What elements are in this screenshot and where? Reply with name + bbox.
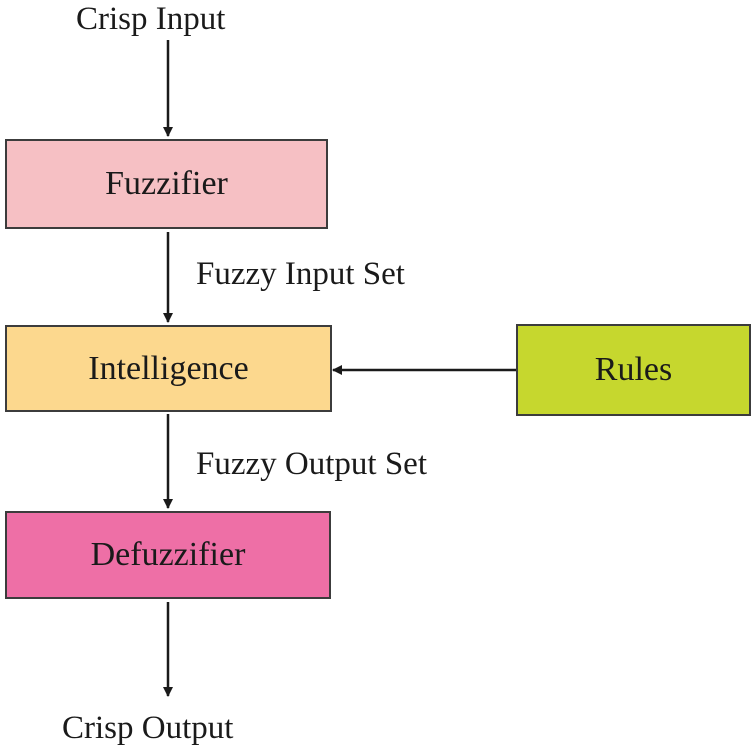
rules-box: Rules xyxy=(516,324,751,416)
fuzzifier-box: Fuzzifier xyxy=(5,139,328,229)
intelligence-box: Intelligence xyxy=(5,325,332,412)
intelligence-label: Intelligence xyxy=(88,349,249,387)
fuzzy-output-set-label: Fuzzy Output Set xyxy=(196,446,427,482)
defuzzifier-box: Defuzzifier xyxy=(5,511,331,599)
crisp-input-label: Crisp Input xyxy=(76,1,226,37)
crisp-output-label: Crisp Output xyxy=(62,710,234,746)
rules-label: Rules xyxy=(594,351,673,388)
fuzzy-input-set-label: Fuzzy Input Set xyxy=(196,256,405,292)
defuzzifier-label: Defuzzifier xyxy=(90,536,246,573)
fuzzifier-label: Fuzzifier xyxy=(105,165,228,202)
